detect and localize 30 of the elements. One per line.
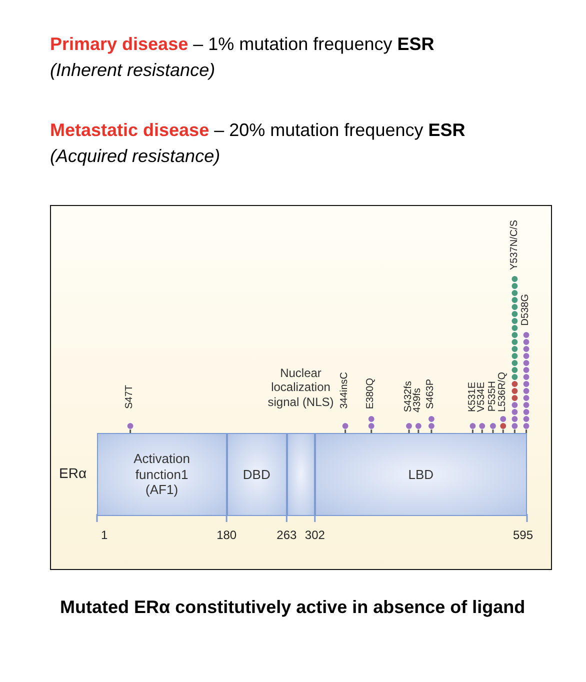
heading-line: Metastatic disease – 20% mutation frequency ESR xyxy=(50,120,466,141)
domain-segment xyxy=(226,433,287,516)
domain-segment xyxy=(97,433,227,516)
domain-segment xyxy=(314,433,527,516)
position-number: 1 xyxy=(101,528,108,542)
mutation-label: 439fs xyxy=(413,388,424,412)
heading-line: Primary disease – 1% mutation frequency ESR xyxy=(50,34,434,55)
mutation-label: S47T xyxy=(125,385,136,409)
mutation-label: Y537N/C/S xyxy=(510,220,520,270)
conclusion-text: Mutated ERα constitutively active in absence of ligand xyxy=(60,596,526,619)
mutation-label: K531E xyxy=(468,382,478,412)
mutation-label: S463P xyxy=(426,378,436,409)
mutation-label: S432fs xyxy=(404,380,414,412)
mutation-label: 344insC xyxy=(340,372,350,409)
mutation-label: L536R/Q xyxy=(498,372,508,412)
mutation-label: D538G xyxy=(521,294,532,326)
domain-label: Activation function1 (AF1) xyxy=(132,451,191,498)
subheading: (Inherent resistance) xyxy=(50,60,216,81)
position-number: 302 xyxy=(304,528,325,542)
position-number: 180 xyxy=(216,528,237,542)
mutation-label: V534E xyxy=(477,382,488,412)
subheading: (Acquired resistance) xyxy=(50,146,220,167)
mutation-label: E380Q xyxy=(366,378,376,409)
domain-label: DBD xyxy=(242,466,272,482)
position-number: 595 xyxy=(513,528,534,542)
protein-name: ERα xyxy=(59,465,87,481)
position-number: 263 xyxy=(276,528,297,542)
domain-label: Nuclear localization signal (NLS) xyxy=(266,366,335,410)
domain-label: LBD xyxy=(407,466,435,482)
mutation-label: P535H xyxy=(488,381,498,412)
